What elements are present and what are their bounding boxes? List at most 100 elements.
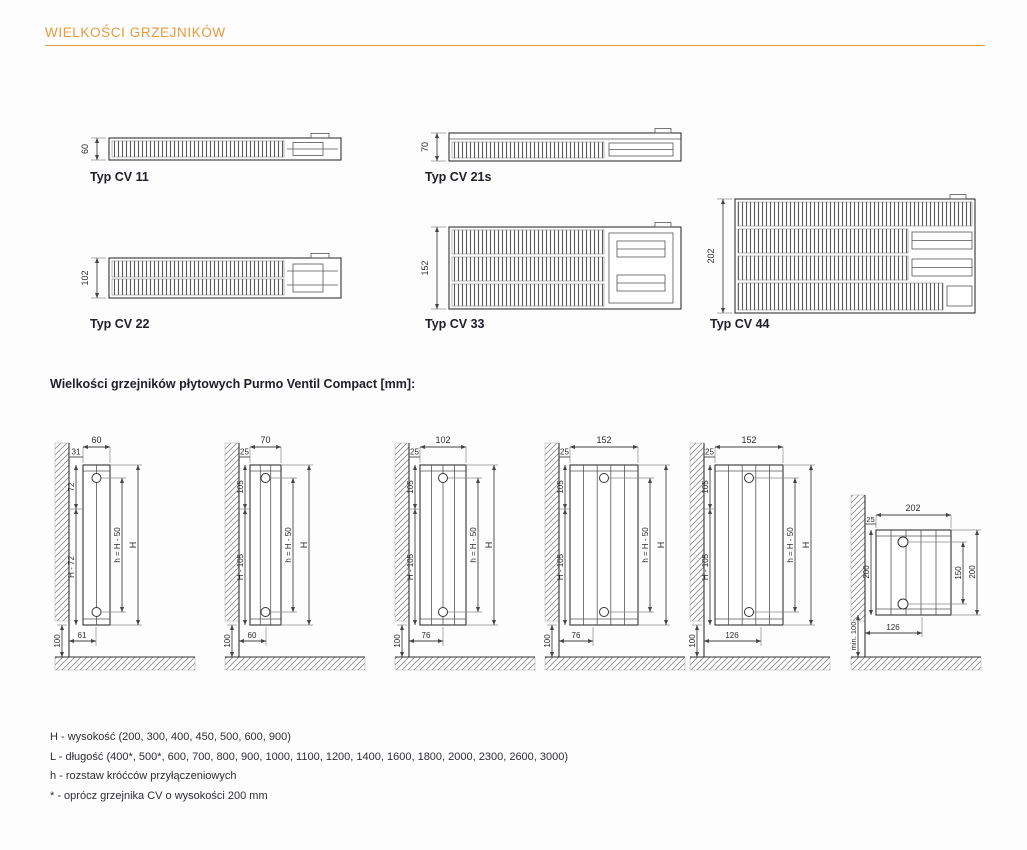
cv44-depth-label: 202	[706, 248, 716, 263]
side-views-canvas: 60 31 72 H - 72 100	[53, 435, 982, 671]
radiator-body	[714, 464, 784, 626]
upper-connection	[599, 473, 609, 483]
cv44-top-tab	[949, 194, 967, 200]
cv22-drawing: 102	[80, 253, 342, 299]
svg-text:H - 105: H - 105	[701, 553, 710, 580]
svg-text:h = H - 50: h = H - 50	[641, 527, 650, 563]
cv11-end-bracket	[292, 142, 324, 156]
cv33-end-housing	[608, 232, 674, 304]
svg-text:200: 200	[968, 565, 977, 579]
cv33-top-tab	[654, 222, 672, 228]
svg-text:152: 152	[741, 435, 756, 445]
wall-hatch	[394, 442, 410, 622]
type-label-cv21s: Typ CV 21s	[425, 170, 492, 184]
cv22-top-tab	[310, 253, 330, 259]
dim-pipe-spacing: h = H - 50	[609, 477, 654, 613]
type-label-cv33: Typ CV 33	[425, 317, 485, 331]
dim-wall-gap: 25	[704, 448, 715, 458]
floor-hatch	[224, 656, 366, 671]
svg-text:61: 61	[78, 631, 87, 640]
svg-text:25: 25	[240, 448, 249, 457]
upper-connection	[897, 536, 909, 548]
upper-connection	[260, 473, 271, 483]
cv44-depth-dimension: 202	[706, 198, 732, 314]
dim-floor-clearance: 100	[223, 624, 237, 658]
svg-text:25: 25	[705, 448, 714, 457]
svg-text:105: 105	[236, 480, 245, 494]
cv22-depth-dimension: 102	[80, 257, 106, 299]
svg-text:100: 100	[543, 634, 552, 648]
cv44-fins-row2	[737, 228, 909, 254]
svg-text:H: H	[128, 542, 138, 549]
svg-text:60: 60	[91, 435, 101, 445]
dim-wall-gap: 25	[409, 448, 420, 458]
dim-pipe-spacing: h = H - 50	[448, 477, 482, 613]
cv22-fins-row1	[111, 260, 285, 278]
svg-text:h = H - 50: h = H - 50	[786, 527, 795, 563]
side-view-cv11: 60 31 72 H - 72 100	[53, 435, 196, 671]
cv21s-drawing: 70	[420, 128, 682, 162]
svg-text:102: 102	[435, 435, 450, 445]
cv21s-depth-dimension: 70	[420, 132, 446, 162]
header-rule	[45, 45, 985, 46]
svg-text:70: 70	[260, 435, 270, 445]
dim-left-height: H - 105	[556, 508, 568, 626]
dim-top-width: 70	[249, 435, 282, 463]
cv21s-fins	[451, 141, 605, 159]
legend-line-height: H - wysokość (200, 300, 400, 450, 500, 6…	[50, 731, 291, 743]
cv33-fins-row3	[451, 283, 605, 307]
dim-top-width: 152	[569, 435, 639, 463]
svg-text:105: 105	[701, 480, 710, 494]
radiator-body	[569, 464, 639, 626]
dim-wall-gap: 31	[69, 448, 83, 458]
dim-pipe-spacing: h = H - 50	[101, 477, 126, 613]
floor-hatch	[394, 656, 536, 671]
lower-connection	[438, 607, 448, 617]
cv33-fins-row2	[451, 256, 605, 282]
cv21s-depth-label: 70	[420, 142, 430, 152]
svg-text:105: 105	[556, 480, 565, 494]
legend: H - wysokość (200, 300, 400, 450, 500, 6…	[50, 731, 568, 809]
cv11-depth-label: 60	[80, 144, 90, 154]
cv11-top-tab	[310, 133, 330, 139]
upper-connection	[744, 473, 754, 483]
floor-hatch	[544, 656, 686, 671]
dim-height: H	[638, 464, 670, 626]
wall-hatch	[689, 442, 705, 622]
svg-text:min. 100: min. 100	[849, 622, 858, 651]
lower-connection	[260, 607, 271, 617]
upper-connection	[91, 473, 102, 483]
svg-text:h = H - 50: h = H - 50	[284, 527, 293, 563]
svg-text:25: 25	[560, 448, 569, 457]
svg-text:76: 76	[422, 631, 431, 640]
svg-text:h = H - 50: h = H - 50	[469, 527, 478, 563]
cv22-end-bracket	[292, 263, 324, 293]
svg-text:100: 100	[688, 634, 697, 648]
dim-pipe-spacing: h = H - 50	[270, 477, 297, 613]
cv33-drawing: 152	[420, 222, 682, 310]
dim-right-inner: 150	[909, 541, 967, 605]
svg-text:126: 126	[725, 631, 739, 640]
dim-bottom-width: 61	[68, 627, 97, 646]
dim-height: H	[110, 464, 142, 626]
cv33-depth-label: 152	[420, 260, 430, 275]
lower-connection	[599, 607, 609, 617]
svg-text:H: H	[299, 542, 309, 549]
dim-wall-gap: 25	[559, 448, 570, 458]
cv44-end-bracket	[946, 285, 973, 307]
svg-text:H: H	[656, 542, 666, 549]
type-label-cv11: Typ CV 11	[90, 170, 149, 184]
dim-left-height: H - 105	[236, 508, 248, 626]
upper-connection	[438, 473, 448, 483]
side-view-cv22: 102 25 105 H - 105 100	[393, 435, 536, 671]
floor-hatch	[689, 656, 831, 671]
dim-top-width: 202	[875, 503, 952, 528]
svg-text:126: 126	[886, 623, 900, 632]
dim-left-height: H - 105	[406, 508, 418, 626]
svg-text:72: 72	[67, 482, 76, 491]
dim-wall-gap: 25	[239, 448, 250, 458]
type-label-cv44: Typ CV 44	[710, 317, 770, 331]
dim-left-height: 200	[862, 529, 874, 616]
dim-floor-clearance: 100	[393, 624, 407, 658]
